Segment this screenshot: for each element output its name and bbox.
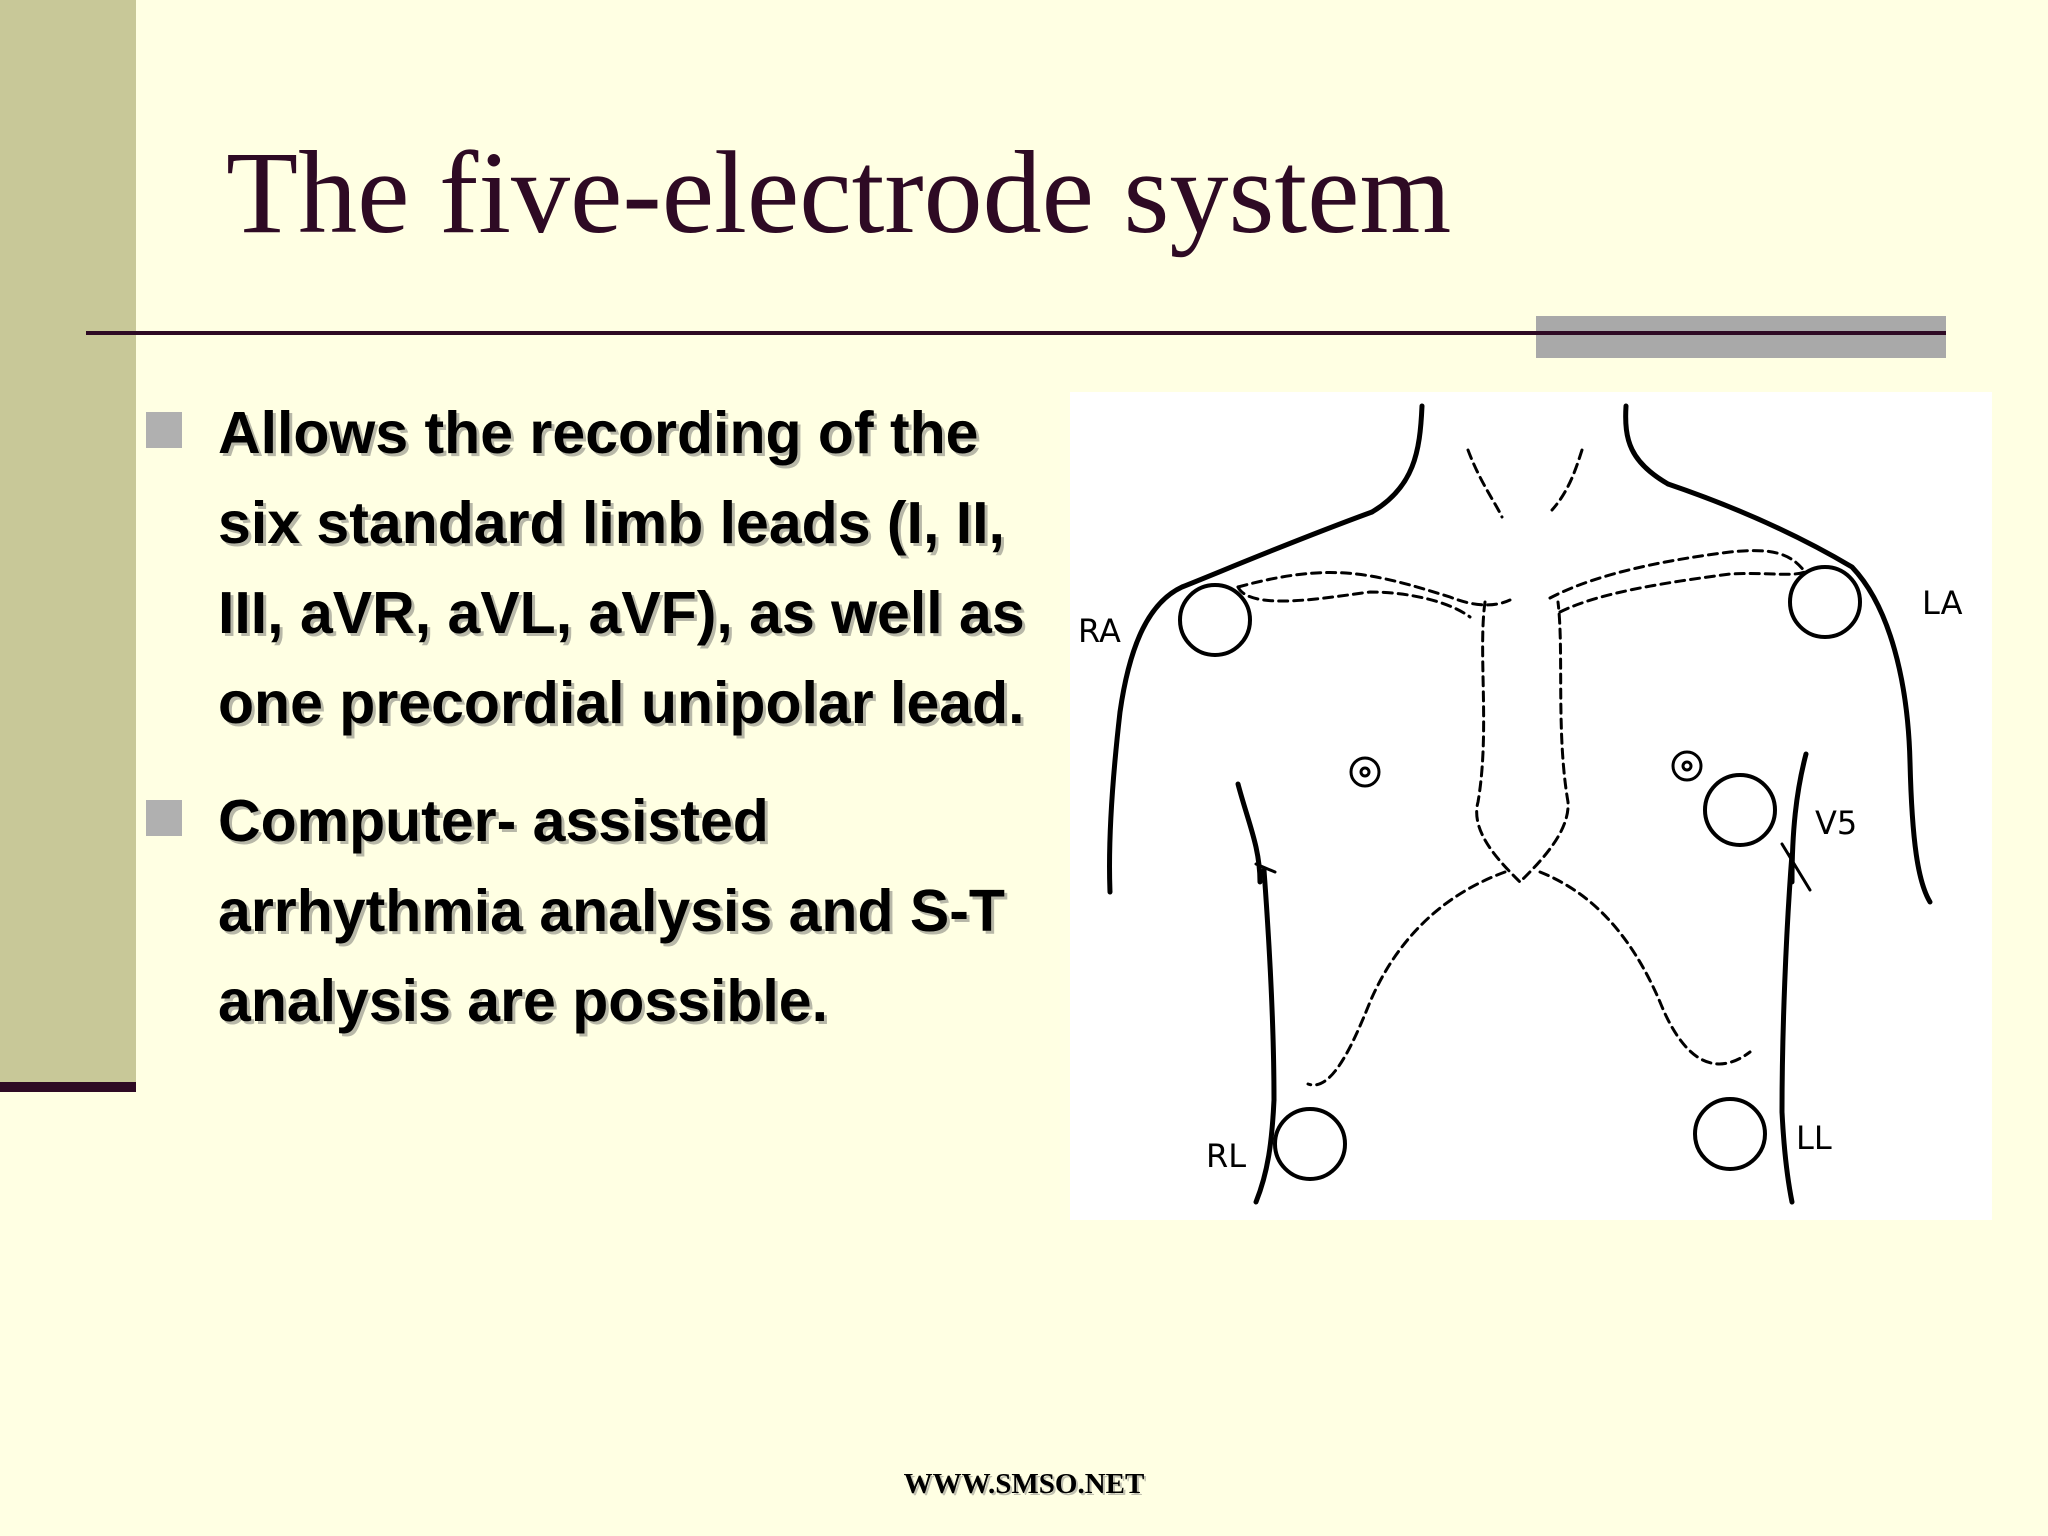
electrode-la <box>1788 565 1862 639</box>
neck-left-outline <box>1369 403 1425 515</box>
torso-illustration: RA LA V5 RL LL <box>1078 403 1963 1205</box>
bullet-text: Allows the recording of the six standard… <box>218 400 1025 736</box>
rib-margin <box>1306 870 1507 1087</box>
label-ll: LL <box>1796 1119 1832 1157</box>
neck-right-outline <box>1623 403 1671 487</box>
torso-right-lower <box>1253 867 1277 1205</box>
left-shoulder-outline <box>1665 481 1933 905</box>
torso-right-side <box>1235 781 1263 885</box>
rib-margin-left <box>1538 870 1752 1066</box>
side-accent-underline <box>0 1082 136 1092</box>
left-clavicle-lower <box>1558 570 1807 614</box>
square-bullet-icon <box>146 800 182 836</box>
label-la: LA <box>1922 584 1963 622</box>
bullet-item: Allows the recording of the six standard… <box>146 388 1066 748</box>
right-shoulder-outline <box>1107 509 1375 895</box>
electrode-v5 <box>1703 773 1777 847</box>
slide-title: The five-electrode system <box>226 127 1452 258</box>
label-ra: RA <box>1078 612 1121 650</box>
left-nipple-center <box>1681 760 1693 772</box>
sternum-outline <box>1475 600 1570 885</box>
bullet-text: Computer- assisted arrhythmia analysis a… <box>218 788 1005 1034</box>
title-rule-shadow <box>1536 316 1946 358</box>
underarm-notch-left <box>1780 842 1812 892</box>
right-nipple <box>1349 756 1381 788</box>
electrode-ra <box>1178 583 1252 657</box>
label-v5: V5 <box>1815 804 1857 842</box>
label-rl: RL <box>1206 1137 1246 1175</box>
square-bullet-icon <box>146 412 182 448</box>
right-clavicle-lower <box>1236 585 1472 619</box>
underarm-notch-right <box>1254 862 1277 874</box>
neck-tendon-right <box>1466 448 1504 519</box>
side-accent-bar <box>0 0 136 1082</box>
torso-left-lower <box>1779 851 1795 1205</box>
left-clavicle <box>1548 549 1807 600</box>
right-nipple-center <box>1359 766 1371 778</box>
electrode-diagram: RA LA V5 RL LL <box>1070 392 1992 1220</box>
right-clavicle <box>1236 571 1512 607</box>
title-rule <box>86 331 1946 335</box>
electrode-rl <box>1273 1107 1347 1181</box>
left-nipple <box>1671 750 1703 782</box>
bullet-list: Allows the recording of the six standard… <box>146 388 1066 1074</box>
footer-website: WWW.SMSO.NET <box>903 1468 1145 1500</box>
electrode-ll <box>1693 1097 1767 1171</box>
neck-tendon-left <box>1550 448 1584 512</box>
bullet-item: Computer- assisted arrhythmia analysis a… <box>146 776 1066 1046</box>
